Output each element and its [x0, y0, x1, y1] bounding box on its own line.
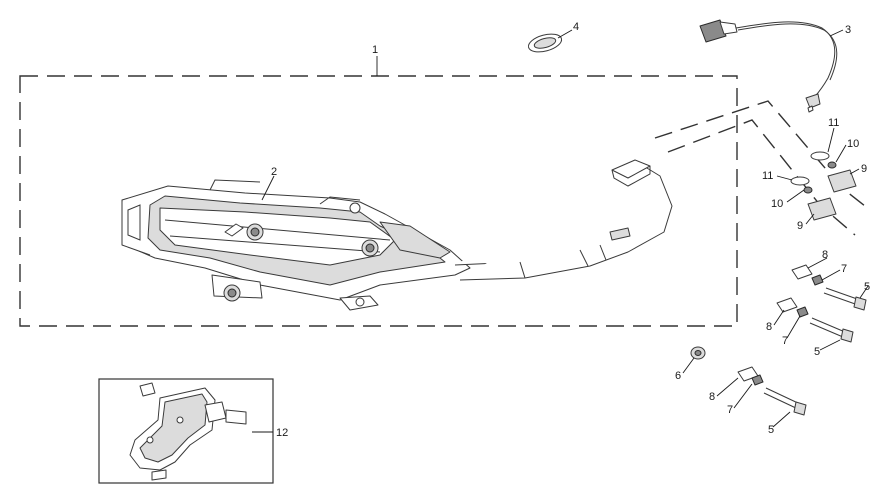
callout-5-a: 5 [864, 281, 870, 293]
oxygen-sensor [699, 19, 838, 113]
callout-6: 6 [675, 370, 681, 382]
callout-5-c: 5 [768, 424, 774, 436]
callout-11-lower: 11 [762, 170, 773, 182]
exhaust-port-guide-lines [654, 100, 871, 236]
callout-11-upper: 11 [828, 117, 839, 129]
callout-2: 2 [271, 166, 277, 178]
flange-nut [690, 346, 706, 360]
callout-8-a: 8 [822, 249, 828, 261]
callout-7-a: 7 [841, 263, 847, 275]
callout-7-b: 7 [782, 335, 788, 347]
callout-4: 4 [573, 21, 579, 33]
callout-9-upper: 9 [861, 163, 867, 175]
callout-12: 12 [276, 427, 288, 439]
exhaust-pipe [454, 159, 673, 281]
callout-5-b: 5 [814, 346, 820, 358]
callout-8-c: 8 [709, 391, 715, 403]
callout-1: 1 [372, 44, 378, 56]
muffler [121, 179, 471, 311]
callout-10-lower: 10 [771, 198, 783, 210]
gasket [527, 33, 563, 53]
stud-nut-set-lower [790, 176, 837, 221]
callout-labels: 1 2 3 4 11 10 9 11 10 9 8 7 5 8 7 5 6 8 … [271, 21, 870, 439]
callout-9-lower: 9 [797, 220, 803, 232]
exhaust-assembly-outline [19, 75, 738, 327]
callout-10-upper: 10 [847, 138, 859, 150]
bolt-set-1 [791, 264, 867, 311]
callout-8-b: 8 [766, 321, 772, 333]
leader-lines [252, 29, 869, 433]
bracket-inset [98, 378, 274, 484]
callout-3: 3 [845, 24, 851, 36]
bolt-set-2 [776, 297, 854, 343]
callout-7-c: 7 [727, 404, 733, 416]
stud-nut-set-upper [810, 151, 857, 193]
bolt-set-3 [737, 366, 807, 416]
